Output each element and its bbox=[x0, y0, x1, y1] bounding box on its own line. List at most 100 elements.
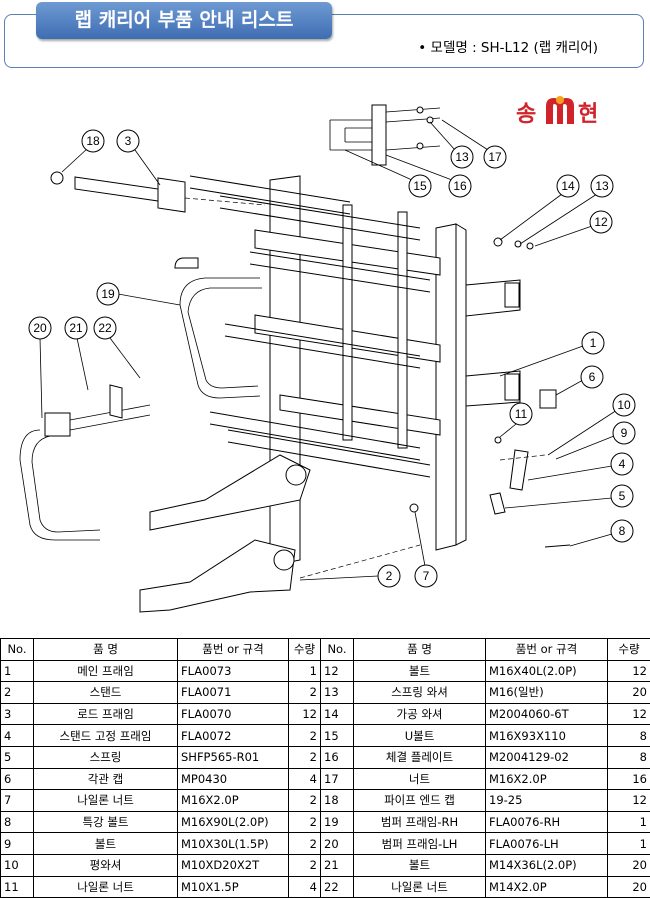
table-cell-name: 각관 캡 bbox=[34, 768, 178, 790]
table-cell-qty: 4 bbox=[289, 768, 321, 790]
table-cell-qty: 1 bbox=[289, 660, 321, 682]
table-cell-no: 13 bbox=[321, 682, 354, 704]
table-cell-qty: 12 bbox=[608, 660, 650, 682]
table-cell-spec: FLA0072 bbox=[178, 725, 289, 747]
table-cell-name: 볼트 bbox=[354, 854, 486, 876]
table-cell-no: 17 bbox=[321, 768, 354, 790]
svg-text:4: 4 bbox=[619, 457, 626, 471]
svg-text:6: 6 bbox=[589, 370, 596, 384]
table-cell-qty: 2 bbox=[289, 725, 321, 747]
table-cell-spec: SHFP565-R01 bbox=[178, 746, 289, 768]
svg-text:8: 8 bbox=[619, 524, 626, 538]
svg-text:21: 21 bbox=[69, 321, 83, 335]
table-cell-name: 스프링 bbox=[34, 746, 178, 768]
table-cell-name: 볼트 bbox=[354, 660, 486, 682]
svg-text:7: 7 bbox=[423, 569, 430, 583]
page-title: 랩 캐리어 부품 안내 리스트 bbox=[36, 2, 332, 39]
svg-text:2: 2 bbox=[386, 569, 393, 583]
table-cell-spec: M16X93X110 bbox=[486, 725, 608, 747]
table-cell-no: 3 bbox=[1, 703, 34, 725]
table-cell-name: 평와셔 bbox=[34, 854, 178, 876]
table-cell-qty: 8 bbox=[608, 746, 650, 768]
callout-22: 22 bbox=[94, 317, 140, 378]
svg-text:20: 20 bbox=[33, 321, 47, 335]
table-cell-name: 볼트 bbox=[34, 833, 178, 855]
table-cell-name: 나일론 너트 bbox=[34, 790, 178, 812]
callout-5: 5 bbox=[505, 485, 633, 508]
callout-11: 11 bbox=[500, 403, 532, 437]
svg-text:9: 9 bbox=[621, 426, 628, 440]
table-cell-spec: M16X2.0P bbox=[486, 768, 608, 790]
table-cell-no: 5 bbox=[1, 746, 34, 768]
table-cell-spec: M14X36L(2.0P) bbox=[486, 854, 608, 876]
table-cell-no: 6 bbox=[1, 768, 34, 790]
table-cell-name: 나일론 너트 bbox=[354, 876, 486, 898]
table-cell-no: 18 bbox=[321, 790, 354, 812]
table-cell-qty: 2 bbox=[289, 790, 321, 812]
table-cell-qty: 2 bbox=[289, 746, 321, 768]
table-cell-name: 스프링 와셔 bbox=[354, 682, 486, 704]
table-cell-spec: FLA0073 bbox=[178, 660, 289, 682]
table-cell-no: 20 bbox=[321, 833, 354, 855]
table-cell-name: 범퍼 프래임-LH bbox=[354, 833, 486, 855]
table-cell-name: 체결 플레이트 bbox=[354, 746, 486, 768]
table-cell-name: 파이프 엔드 캡 bbox=[354, 790, 486, 812]
table-cell-no: 8 bbox=[1, 811, 34, 833]
svg-text:14: 14 bbox=[561, 179, 575, 193]
callout-20: 20 bbox=[29, 317, 51, 418]
callout-6: 6 bbox=[556, 366, 603, 395]
table-cell-no: 11 bbox=[1, 876, 34, 898]
table-cell-qty: 12 bbox=[608, 790, 650, 812]
table-cell-spec: M2004129-02 bbox=[486, 746, 608, 768]
u-bolt-drawing bbox=[330, 105, 440, 165]
callout-8: 8 bbox=[570, 520, 633, 546]
callout-2: 2 bbox=[300, 565, 400, 587]
table-cell-qty: 2 bbox=[289, 833, 321, 855]
exploded-parts-diagram: 18 3 13 17 15 16 14 13 12 19 20 21 22 1 … bbox=[0, 70, 650, 636]
col-no: No. bbox=[321, 639, 354, 661]
table-cell-name: 특강 볼트 bbox=[34, 811, 178, 833]
table-cell-qty: 12 bbox=[608, 703, 650, 725]
svg-text:15: 15 bbox=[413, 179, 427, 193]
col-spec: 품번 or 규격 bbox=[486, 639, 608, 661]
col-name: 품 명 bbox=[354, 639, 486, 661]
table-cell-spec: M10XD20X2T bbox=[178, 854, 289, 876]
table-cell-spec: M16(일반) bbox=[486, 682, 608, 704]
table-cell-no: 22 bbox=[321, 876, 354, 898]
svg-text:3: 3 bbox=[125, 134, 132, 148]
svg-text:22: 22 bbox=[98, 321, 112, 335]
callout-3: 3 bbox=[117, 130, 160, 185]
callout-14: 14 bbox=[500, 175, 579, 240]
svg-text:11: 11 bbox=[515, 407, 528, 421]
table-cell-name: 스탠드 고정 프래임 bbox=[34, 725, 178, 747]
table-cell-no: 19 bbox=[321, 811, 354, 833]
table-cell-qty: 8 bbox=[608, 725, 650, 747]
table-cell-no: 12 bbox=[321, 660, 354, 682]
table-cell-no: 21 bbox=[321, 854, 354, 876]
table-cell-name: 나일론 너트 bbox=[34, 876, 178, 898]
table-cell-no: 2 bbox=[1, 682, 34, 704]
svg-text:1: 1 bbox=[590, 336, 597, 350]
parts-list-table: No. 품 명 품번 or 규격 수량 No. 품 명 품번 or 규격 수량 … bbox=[0, 638, 650, 898]
col-qty: 수량 bbox=[289, 639, 321, 661]
table-cell-spec: M16X2.0P bbox=[178, 790, 289, 812]
table-cell-spec: M2004060-6T bbox=[486, 703, 608, 725]
svg-text:5: 5 bbox=[619, 489, 626, 503]
svg-text:10: 10 bbox=[617, 398, 631, 412]
callout-7: 7 bbox=[415, 512, 437, 587]
table-cell-qty: 4 bbox=[289, 876, 321, 898]
table-cell-qty: 2 bbox=[289, 854, 321, 876]
callout-15: 15 bbox=[345, 150, 431, 197]
callout-21: 21 bbox=[65, 317, 88, 390]
callout-12: 12 bbox=[535, 211, 612, 246]
col-qty: 수량 bbox=[608, 639, 650, 661]
col-no: No. bbox=[1, 639, 34, 661]
table-cell-spec: M16X40L(2.0P) bbox=[486, 660, 608, 682]
table-cell-name: 가공 와셔 bbox=[354, 703, 486, 725]
